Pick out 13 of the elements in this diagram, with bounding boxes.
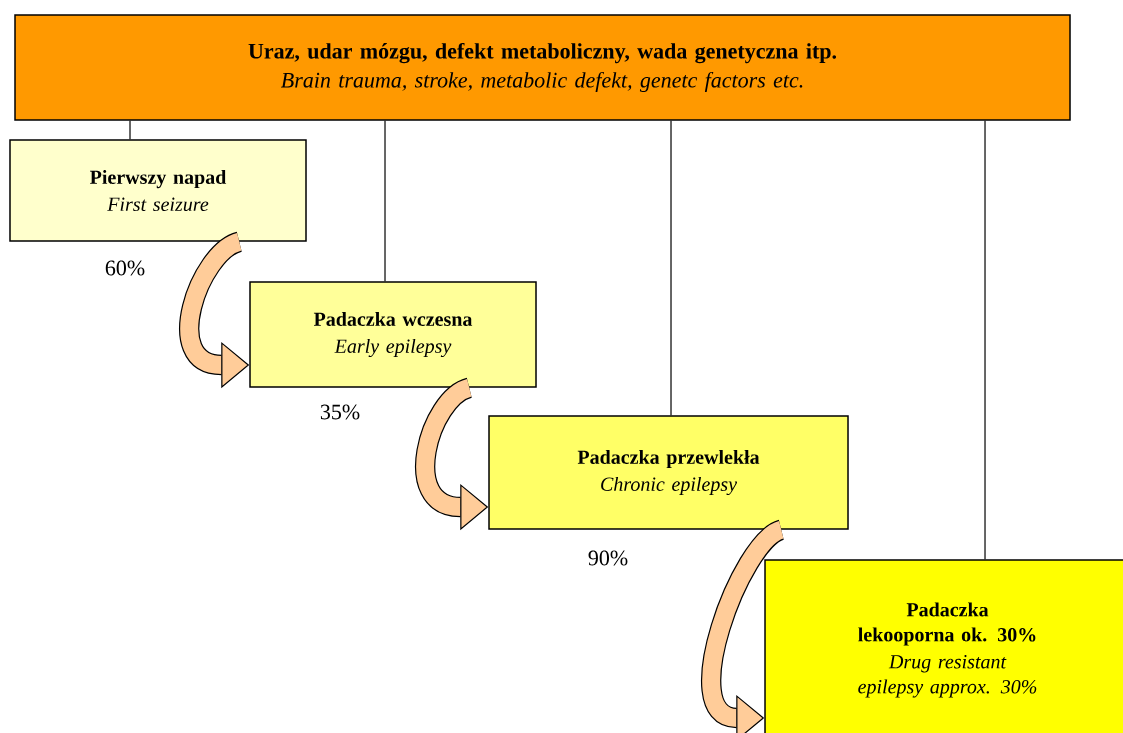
edge-label: 90% [588, 550, 628, 566]
stage-box: Padaczka lekooporna ok. 30% Drug resistant epilepsy approx. 30% [764, 559, 1123, 733]
connector-line [670, 120, 672, 416]
connector-line [129, 120, 131, 140]
stage-box: Padaczka wczesna Early epilepsy [249, 281, 537, 388]
edge-label: 35% [320, 404, 360, 420]
connector-line [384, 120, 386, 282]
curved-arrow [701, 520, 787, 733]
edge-label: 60% [105, 260, 145, 276]
cause-box: Uraz, udar mózgu, defekt metaboliczny, wada genetyczna itp. Brain trauma, stroke, metabolic defekt, genetc factors etc. [14, 14, 1071, 121]
connector-line [984, 120, 986, 560]
stage-box: Pierwszy napad First seizure [9, 139, 307, 242]
stage-box: Padaczka przewlekła Chronic epilepsy [488, 415, 849, 530]
